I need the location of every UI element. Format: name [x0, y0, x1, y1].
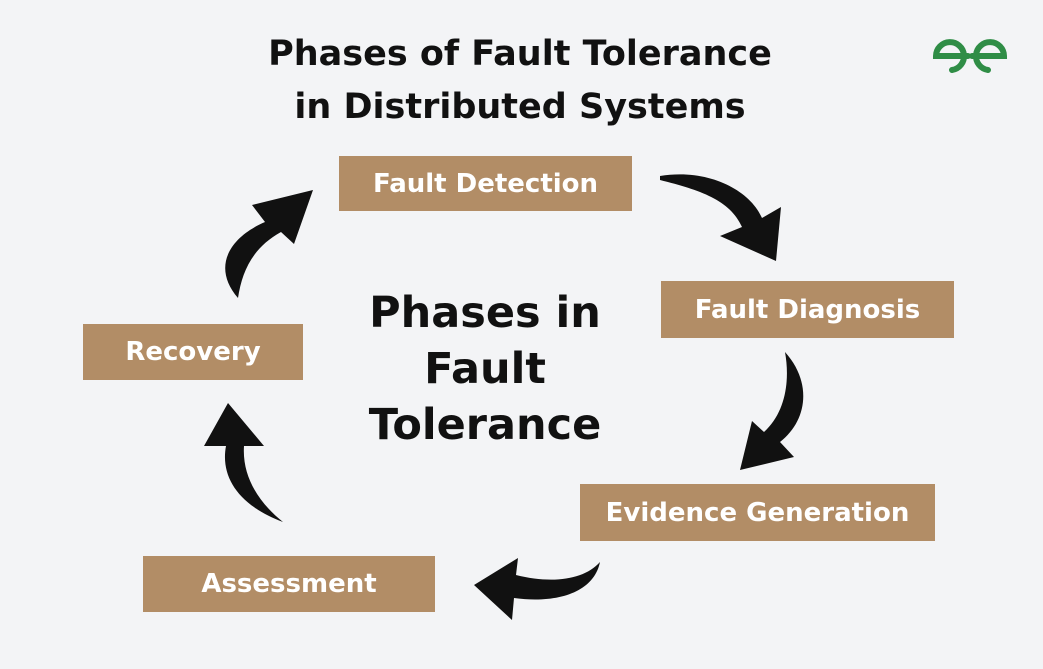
arrow-recovery-to-detection — [225, 190, 313, 298]
phase-assessment: Assessment — [143, 556, 435, 612]
center-line-1: Phases in — [369, 288, 601, 338]
phase-recovery: Recovery — [83, 324, 303, 380]
title-line-2: in Distributed Systems — [294, 87, 746, 127]
center-label: Phases in Fault Tolerance — [340, 285, 630, 453]
gfg-logo-icon — [932, 39, 1008, 73]
center-line-3: Tolerance — [368, 400, 602, 450]
phase-label: Evidence Generation — [605, 497, 910, 528]
phase-fault-diagnosis: Fault Diagnosis — [661, 281, 954, 338]
title-line-1: Phases of Fault Tolerance — [268, 34, 772, 74]
arrow-evidence-to-assessment — [474, 558, 600, 620]
phase-label: Recovery — [125, 337, 261, 367]
phase-evidence-generation: Evidence Generation — [580, 484, 935, 541]
phase-fault-detection: Fault Detection — [339, 156, 632, 211]
center-line-2: Fault — [424, 344, 546, 394]
phase-label: Fault Diagnosis — [694, 294, 921, 325]
arrow-detection-to-diagnosis — [660, 174, 781, 261]
phase-label: Assessment — [201, 569, 377, 599]
arrow-diagnosis-to-evidence — [740, 352, 804, 470]
phase-label: Fault Detection — [372, 168, 599, 199]
arrow-assessment-to-recovery — [204, 403, 283, 522]
diagram-title: Phases of Fault Tolerance in Distributed… — [200, 28, 840, 134]
